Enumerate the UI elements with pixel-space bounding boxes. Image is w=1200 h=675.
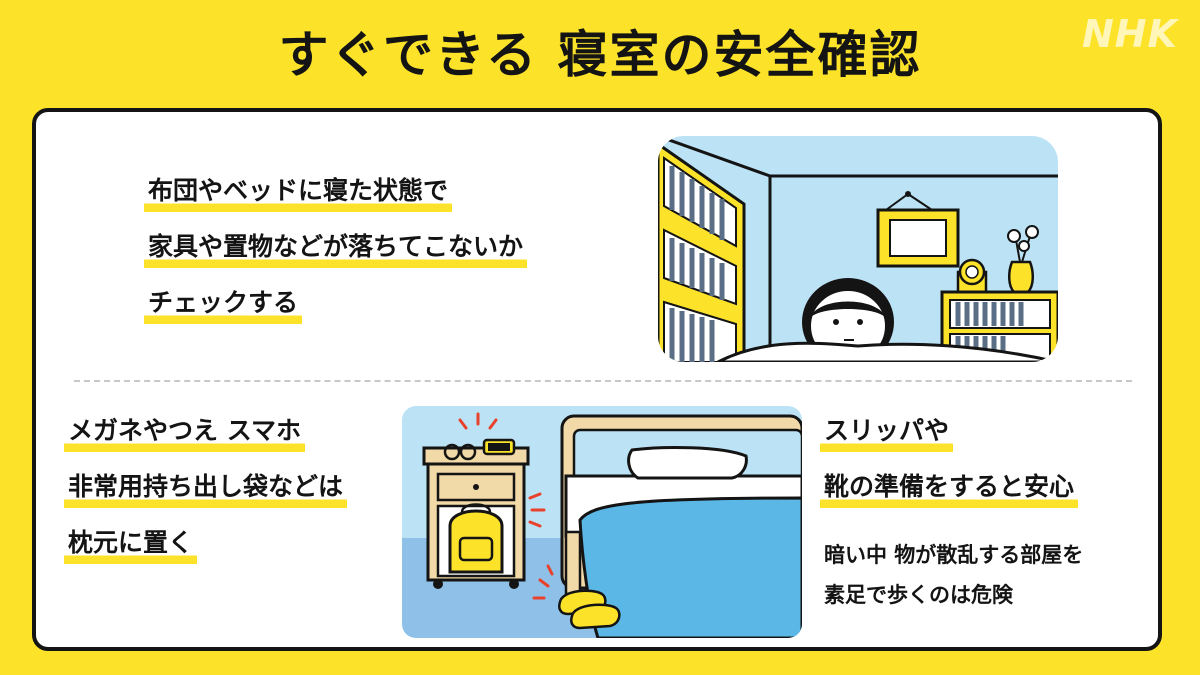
glasses [443,443,477,461]
section2-left-line-2: 非常用持ち出し袋などは [64,470,348,508]
emergency-bag [448,503,504,574]
page-title: すぐできる 寝室の安全確認 [278,26,922,84]
section2-right-line-1: スリッパや [820,414,954,452]
section2-left-line-3: 枕元に置く [64,526,198,564]
section1-line-3: チェックする [144,286,303,324]
section1-line-2: 家具や置物などが落ちてこないか [144,230,528,268]
left-bookshelf [658,142,746,362]
content-card: 布団やベッドに寝た状態で 家具や置物などが落ちてこないか チェックする [32,108,1162,651]
picture-frame [876,191,960,268]
nhk-logo: NHK [1081,12,1178,56]
section2-right-line-2: 靴の準備をすると安心 [820,470,1079,508]
bed [560,414,802,638]
section2-left-line-1: メガネやつえ スマホ [64,414,305,452]
note-line-1: 暗い中 物が散乱する部屋を [824,543,1084,567]
table-clock [956,258,988,294]
bedside-illustration [402,406,802,638]
section-divider [74,380,1132,382]
slippers [558,589,621,630]
note-line-2: 素足で歩くのは危険 [824,583,1013,607]
alert-marks [458,412,554,600]
smartphone [482,438,516,456]
section1-line-1: 布団やベッドに寝た状態で [144,174,453,212]
flower-vase [1007,225,1039,294]
room-ceiling-illustration [658,136,1058,362]
person-lying-in-bed [717,278,1058,362]
